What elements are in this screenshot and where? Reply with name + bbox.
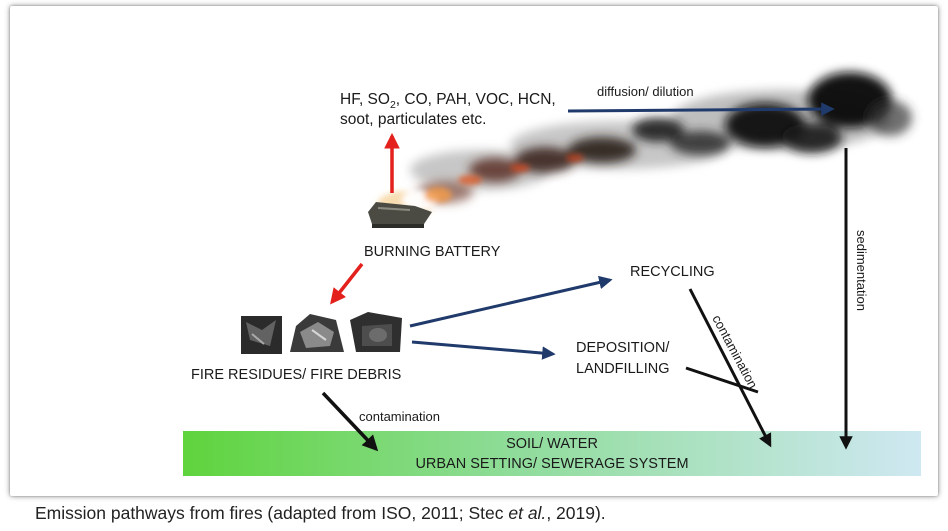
figure-caption: Emission pathways from fires (adapted fr… <box>35 503 606 524</box>
arrow-diffusion <box>567 102 835 116</box>
fire-debris-images <box>241 312 402 354</box>
arrow-battery-to-debris <box>330 262 364 305</box>
sedimentation-label: sedimentation <box>854 230 869 311</box>
burning-battery-image <box>368 187 452 228</box>
urban-setting-label: URBAN SETTING/ SEWERAGE SYSTEM <box>415 456 688 472</box>
caption-italic: et al. <box>508 503 547 523</box>
diffusion-label: diffusion/ dilution <box>597 84 694 99</box>
landfilling-label: LANDFILLING <box>576 361 669 377</box>
smoke-plume <box>410 72 912 203</box>
caption-suffix: , 2019). <box>546 503 606 523</box>
caption-prefix: Emission pathways from fires (adapted fr… <box>35 503 509 523</box>
contamination-left-label: contamination <box>359 409 440 424</box>
figure-card <box>10 6 938 496</box>
emission-pathways-diagram: HF, SO2, CO, PAH, VOC, HCN, soot, partic… <box>183 72 921 476</box>
arrow-to-recycling <box>409 275 613 328</box>
arrows <box>321 102 853 452</box>
emissions-label-line2: soot, particulates etc. <box>340 111 486 128</box>
arrow-to-deposition <box>411 340 556 360</box>
soil-water-label: SOIL/ WATER <box>506 436 598 452</box>
burning-battery-label: BURNING BATTERY <box>364 244 501 260</box>
recycling-label: RECYCLING <box>630 264 715 280</box>
arrow-landfill-contamination <box>685 366 759 394</box>
emissions-label-line1: HF, SO2, CO, PAH, VOC, HCN, <box>340 91 556 111</box>
fire-residues-label: FIRE RESIDUES/ FIRE DEBRIS <box>191 367 401 383</box>
deposition-label: DEPOSITION/ <box>576 340 670 356</box>
soil-water-band <box>183 431 921 476</box>
arrow-recycling-contamination <box>688 288 772 448</box>
arrow-debris-contamination <box>321 391 379 452</box>
